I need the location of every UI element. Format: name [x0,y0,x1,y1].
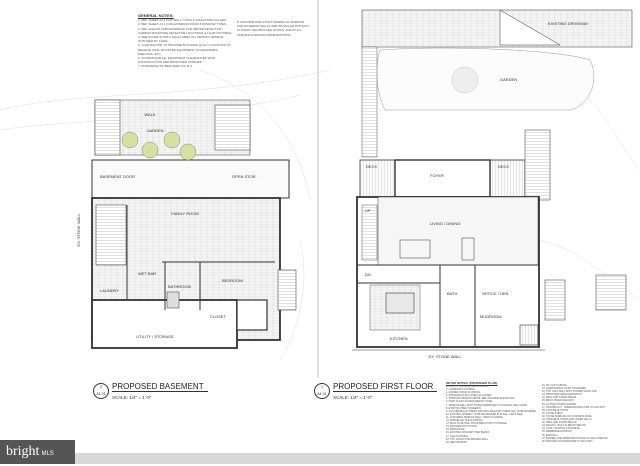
note: 5. CONTRACTOR TO PROVIDE BLOCKING @ ALL … [138,43,231,56]
keyed-note: 1. FLUSH TYPE (ALL) TILE FLOORING [446,385,489,388]
keyed-note: 21. LANDSCAPING TO BE CONFIRMED [542,387,587,391]
general-notes-heading: GENERAL NOTES: [138,13,174,18]
room-foyer: FOYER [430,173,444,178]
room-deck-right: DECK [498,164,509,169]
room-family: FAMILY ROOM [171,211,198,216]
note: 3. REF. ELEC/PLUMB DRAWINGS FOR SMOKE DE… [138,26,233,35]
keyed-note: 20. SKYLIGHT ABOVE [542,384,567,387]
keyed-note: 7. WINDOW WELL WITH STONE PERIMETER TO C… [446,403,528,407]
keyed-note: 8. EXISTING TREE TO REMAIN [446,406,481,410]
note: 1. REF. SHEET A3.1 FOR WALL TYPES & INSU… [138,18,227,23]
room-closet: CLOSET [210,314,227,319]
note: 4. SEE STAIRS & RAILS SHALL MEET ALL DES… [138,35,224,44]
keyed-note: 4. STANDARD ROD & SHELF @ CLOSET [446,394,492,398]
general-notes: GENERAL NOTES: 1. REF. SHEET A3.1 FOR WA… [138,13,233,69]
room-bath: BATH [447,291,457,296]
sheet-ref: A1.01 [317,392,327,396]
first-floor-title: PROPOSED FIRST FLOOR [333,382,438,392]
keyed-note: 32. DECK AND STAIRS BELOW [542,421,577,425]
stone-wall-label: EX. STONE WALL [76,213,81,247]
garden-label: GARDEN [146,128,163,133]
keyed-note: 6. PAINT FLASH AS REQUIRED BY CODE [446,400,493,404]
existing-driveway-label: EXISTING DRIVEWAY [548,21,589,26]
room-office-den: OFFICE / DEN [482,291,509,296]
walk-label: WALK [144,112,156,117]
first-floor-plan [352,9,633,351]
room-basement-door: BASEMENT DOOR [100,174,135,179]
keyed-note: 9. GAS FIREPLACE INSERT. EXISTING MASONR… [446,409,536,413]
keyed-note: 5. TRANSOM WINDOW ABOVE. REF. INTERIOR E… [446,397,515,401]
keyed-note: 27. DOWNSPOUT - UNDERGROUND PIPE TO DAYL… [542,405,606,409]
basement-scale: SCALE: 1/4" = 1'-0" [112,395,152,400]
keyed-note: 37. DASHED LINE REPRESENTS FACE OF WALLS… [542,436,608,440]
keyed-notes: KEYED NOTES: (PROPOSED PLAN) 1. FLUSH TY… [446,381,538,444]
room-wet-bar: WET BAR [138,271,156,276]
keyed-note: 30. STONE TERRACE ON CONCRETE BASE [542,414,592,418]
keyed-note: 19. NEW WINDOW [446,440,467,444]
keyed-note: 36. PERGOLA [542,433,558,437]
keyed-note: 24. DECK AND STAIRS ABOVE [542,396,577,400]
keyed-note: 38. PROVIDE GROUNDWATER TO DAYLIGHT [542,439,593,443]
bottom-band [0,453,640,464]
sheet-num: 1 [321,385,323,389]
keyed-note: 28. CONCRETE STOOP [542,408,569,412]
keyed-note: 3. STAINED WOOD FLOORING [446,391,481,395]
note: 7. DOWNSPOUTS IDENTIFIED AS: D.S. [138,64,193,69]
room-utility: UTILITY / STORAGE [136,334,174,339]
keyed-note: 12. PORCELAIN TILE FLOORING [446,419,483,423]
note: 2. REF. SHEET A3.1 FOR EXTERIOR DOOR & W… [138,22,227,27]
keyed-note: 34. LOWLY SLOPING CONCRETE [542,427,580,431]
room-mudroom: MUDROOM [480,314,502,319]
sheet-ref: A1.01 [96,392,106,396]
note: 8. PROVIDE FIRE STOPS WHERE AN INTERIOR … [237,20,309,37]
keyed-note: 35. MEMBRANE ROOFING [542,430,572,434]
keyed-note: 31. CONCRETE STAIRS AND CHEEK WALLS [542,418,592,422]
basement-plan [91,99,297,349]
label-up: UP [365,208,371,213]
sheet-num: 2 [100,385,102,389]
keyed-note: 14. WOODEN PIVOT DOOR [446,425,477,429]
garden-top-label: GARDEN [500,77,517,82]
room-laundry: LAUNDRY [100,288,119,293]
first-floor-scale: SCALE: 1/4" = 1'-0" [333,395,373,400]
room-bedroom: BEDROOM [222,278,243,283]
note: 6. COORDINATE ALL EQUIPMENT CLEARANCES W… [138,56,216,65]
keyed-note: 23. PROPOSED NEW DOWNSPOUT [542,393,583,397]
stone-wall-bottom-label: EX. STONE WALL [428,354,462,359]
room-bathroom: BATHROOM [168,284,191,289]
keyed-notes-col2: 20. SKYLIGHT ABOVE 21. LANDSCAPING TO BE… [542,384,638,443]
room-kitchen: KITCHEN [390,336,408,341]
keyed-note: 2. CARPETED FLOORING [446,388,475,392]
keyed-note: 33. RAILING - BUILT IN BENCH BELOW [542,424,586,428]
keyed-notes-heading: KEYED NOTES: (PROPOSED PLAN) [446,381,498,385]
keyed-note: 18. PTD. WOOD CHALKBOARD WALL [446,437,489,441]
room-open-stor: OPEN STOR. [232,174,257,179]
keyed-note: 16. EXISTING MASONRY PIER BELOW [446,431,490,435]
keyed-note: 11. CONCRETE WINDOW WELL, OPEN TO GRADE [446,415,503,419]
keyed-note: 29. STONE STEPS [542,411,563,415]
label-dn: DN [365,272,371,277]
general-notes-col2: 8. PROVIDE FIRE STOPS WHERE AN INTERIOR … [237,20,310,37]
keyed-note: 22. PTD. HALF WALL WITH STAINED WOOD CAP [542,390,597,394]
keyed-note: 26. GUTTER SHOWN DASHED [542,402,577,406]
basement-title: PROPOSED BASEMENT [112,382,208,392]
room-deck-left: DECK [366,164,377,169]
keyed-note: 13. BUILT-IN SETTEE, WOOD BENCH WITH STO… [446,422,507,426]
keyed-note: 17. TILE FLOORING [446,434,469,438]
keyed-note: 25. BRICK PAVER WALKWAY [542,399,575,403]
keyed-note: 15. BARN DOOR [446,428,465,432]
room-living-dining: LIVING / DINING [430,221,460,226]
keyed-note: 10. EXISTING CHIMNEY TO BE ABANDONED IN … [446,412,524,416]
